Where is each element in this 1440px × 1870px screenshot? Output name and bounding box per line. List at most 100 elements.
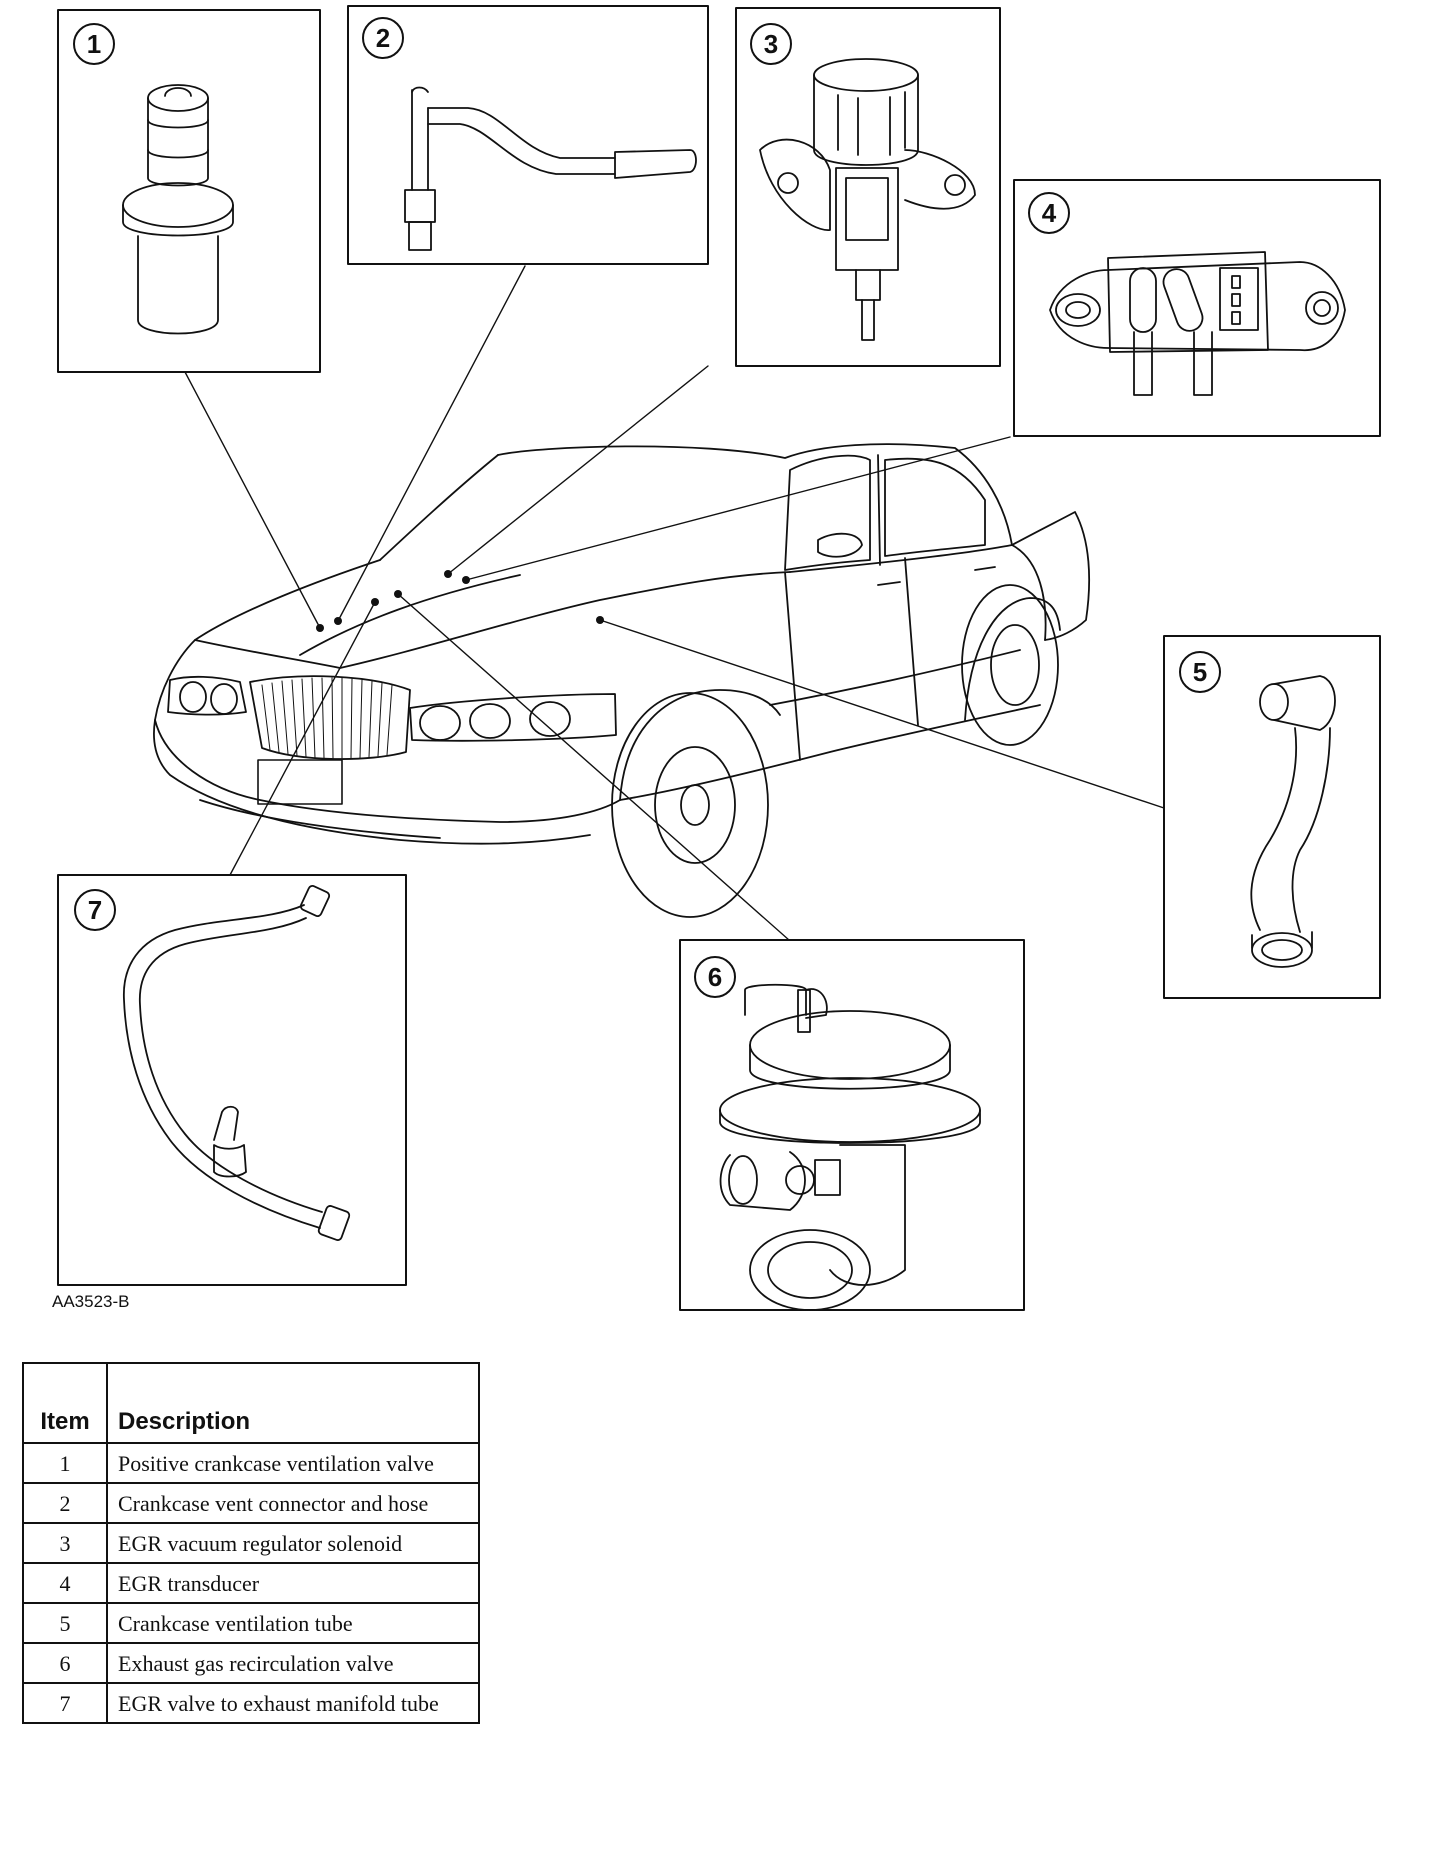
car-side-upper xyxy=(789,544,1047,641)
leader-line-7 xyxy=(229,601,376,876)
car-roof xyxy=(497,443,1013,546)
callout-box-2: 2 xyxy=(347,5,709,265)
item-description: Positive crankcase ventilation valve xyxy=(106,1442,480,1484)
car-door-front-edge xyxy=(784,571,801,761)
callout-badge-7 xyxy=(74,889,116,931)
callout-badge-5 xyxy=(1179,651,1221,693)
car-lamp-left-b xyxy=(210,683,238,715)
car-headlight-right xyxy=(409,693,617,742)
car-door-rear-edge xyxy=(904,557,919,726)
car-windshield xyxy=(379,454,499,561)
vacuum-solenoid-drawing xyxy=(759,58,976,341)
component-location-diagram: 1 2 3 xyxy=(57,5,1381,1311)
car-window-rear xyxy=(884,457,986,557)
car-lamp-right-b xyxy=(469,703,511,739)
svg-text:6: 6 xyxy=(708,962,722,992)
table-row: 6 Exhaust gas recirculation valve xyxy=(22,1642,480,1684)
car-rear-wheel-arch xyxy=(964,597,1061,721)
car-hood xyxy=(194,559,791,669)
egr-transducer-drawing xyxy=(1049,251,1346,396)
car-trunk xyxy=(1011,511,1091,641)
item-description-table: Item Description 1 Positive crankcase ve… xyxy=(22,1362,480,1724)
callout-box-1: 1 xyxy=(57,9,321,373)
callout-box-4: 4 xyxy=(1013,179,1381,437)
item-description: Crankcase ventilation tube xyxy=(106,1602,480,1644)
table-row: 5 Crankcase ventilation tube xyxy=(22,1602,480,1644)
column-header-item: Item xyxy=(22,1362,108,1444)
leader-dots xyxy=(316,570,604,632)
car-hood-crease xyxy=(299,574,521,656)
table-row: 1 Positive crankcase ventilation valve xyxy=(22,1442,480,1484)
car-front-wheel-hub xyxy=(680,784,710,826)
car-rear-wheel xyxy=(961,584,1059,746)
car-grille-bars xyxy=(261,677,393,759)
vent-hose-drawing xyxy=(404,86,697,251)
item-number: 6 xyxy=(22,1642,108,1684)
callout-box-5: 5 xyxy=(1163,635,1381,999)
leader-line-2 xyxy=(337,265,526,622)
car-door-handle-front xyxy=(877,581,901,586)
item-description: Crankcase vent connector and hose xyxy=(106,1482,480,1524)
car-license-plate xyxy=(257,759,343,805)
item-description: Exhaust gas recirculation valve xyxy=(106,1642,480,1684)
car-bumper-lower xyxy=(199,799,441,839)
item-description: EGR transducer xyxy=(106,1562,480,1604)
car-front-bumper xyxy=(153,719,591,845)
car-side-molding xyxy=(769,649,1021,706)
callout-badge-2 xyxy=(362,17,404,59)
figure-reference-code: AA3523-B xyxy=(52,1292,130,1311)
car-rear-wheel-rim xyxy=(990,624,1040,706)
car-door-handle-rear xyxy=(974,566,996,571)
svg-text:5: 5 xyxy=(1193,657,1207,687)
ventilation-tube-drawing xyxy=(1250,675,1336,968)
item-number: 7 xyxy=(22,1682,108,1724)
exhaust-tube-drawing xyxy=(123,884,351,1241)
callout-badge-3 xyxy=(750,23,792,65)
svg-text:2: 2 xyxy=(376,23,390,53)
car-lamp-right-a xyxy=(419,705,461,741)
car-headlight-left xyxy=(167,675,247,716)
item-number: 1 xyxy=(22,1442,108,1484)
car-window-front xyxy=(784,454,871,571)
callout-badge-6 xyxy=(694,956,736,998)
item-number: 2 xyxy=(22,1482,108,1524)
item-number: 4 xyxy=(22,1562,108,1604)
callout-badge-1 xyxy=(73,23,115,65)
car-front-wheel-rim xyxy=(654,746,736,864)
item-number: 5 xyxy=(22,1602,108,1644)
car-grille xyxy=(249,675,411,760)
leader-line-4 xyxy=(465,436,1011,581)
callout-badge-4 xyxy=(1028,192,1070,234)
table-header-row: Item Description xyxy=(22,1362,480,1444)
table-row: 3 EGR vacuum regulator solenoid xyxy=(22,1522,480,1564)
car-side-lower xyxy=(619,704,1041,801)
svg-text:7: 7 xyxy=(88,895,102,925)
car-illustration xyxy=(153,443,1091,918)
callout-box-6: 6 xyxy=(679,939,1025,1311)
table-row: 7 EGR valve to exhaust manifold tube xyxy=(22,1682,480,1724)
pcv-valve-drawing xyxy=(122,84,234,335)
table-row: 2 Crankcase vent connector and hose xyxy=(22,1482,480,1524)
car-mirror xyxy=(817,532,863,558)
leader-line-5 xyxy=(599,619,1165,809)
car-pillar-b xyxy=(877,454,881,566)
callout-box-3: 3 xyxy=(735,7,1001,367)
egr-valve-drawing xyxy=(719,983,981,1311)
item-description: EGR valve to exhaust manifold tube xyxy=(106,1682,480,1724)
item-number: 3 xyxy=(22,1522,108,1564)
svg-text:4: 4 xyxy=(1042,198,1057,228)
leader-lines xyxy=(184,265,1165,995)
table-row: 4 EGR transducer xyxy=(22,1562,480,1604)
leader-line-1 xyxy=(184,371,321,629)
leader-line-3 xyxy=(447,365,709,575)
leader-line-6 xyxy=(397,593,851,995)
column-header-description: Description xyxy=(106,1362,480,1444)
car-front-wheel xyxy=(611,692,769,918)
svg-text:3: 3 xyxy=(764,29,778,59)
callout-box-7: 7 xyxy=(57,874,407,1286)
car-front-wheel-arch xyxy=(619,689,781,801)
svg-text:1: 1 xyxy=(87,29,101,59)
car-front-upper xyxy=(154,639,621,823)
car-lamp-left-a xyxy=(179,681,207,713)
car-lamp-right-c xyxy=(529,701,571,737)
